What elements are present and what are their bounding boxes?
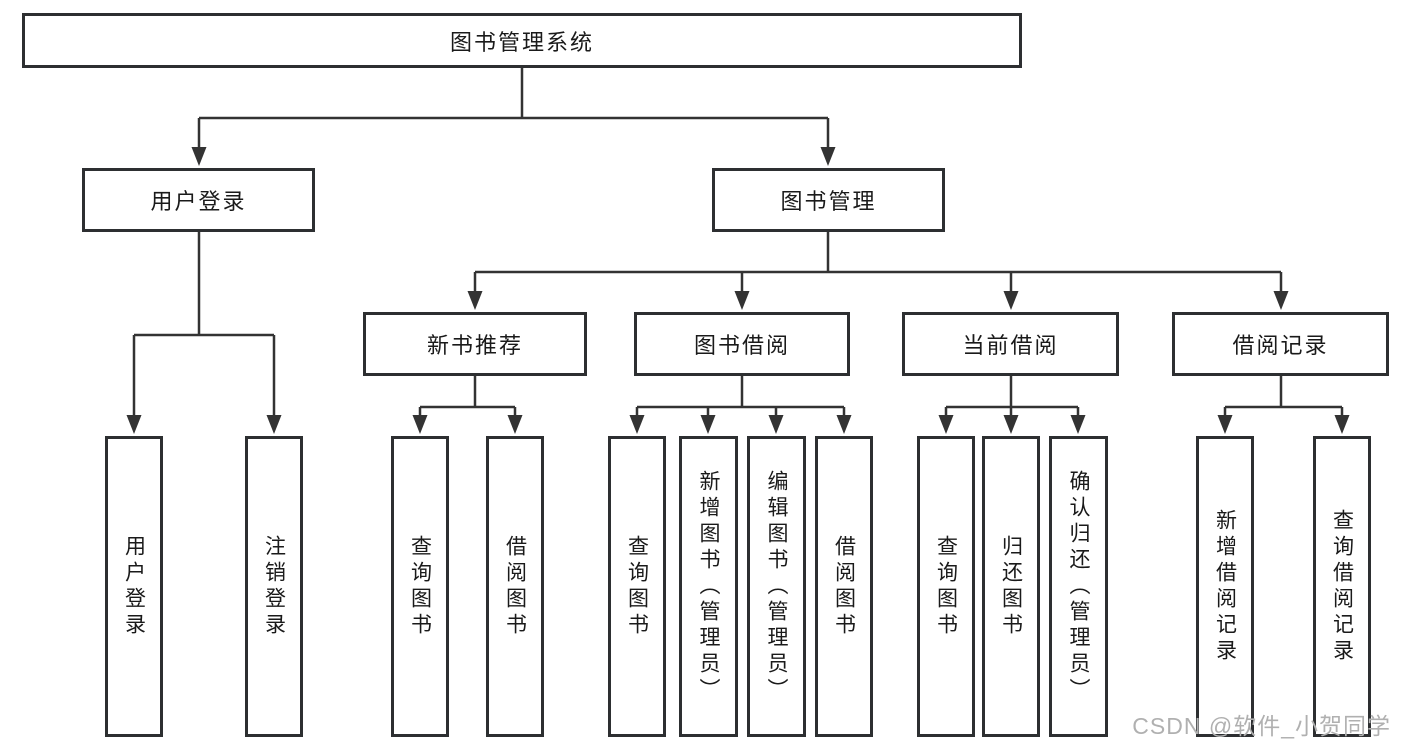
node-user-login: 用户登录 [82,168,315,232]
leaf-edit-books-admin: 编辑图书（管理员） [747,436,806,737]
leaf-return-books: 归还图书 [982,436,1040,737]
node-current-borrow: 当前借阅 [902,312,1119,376]
leaf-query-borrow-record: 查询借阅记录 [1313,436,1371,737]
node-borrow-records: 借阅记录 [1172,312,1389,376]
csdn-watermark: CSDN @软件_小贺同学 [1132,713,1391,739]
leaf-user-login: 用户登录 [105,436,163,737]
leaf-query-books-current: 查询图书 [917,436,975,737]
leaf-logout: 注销登录 [245,436,303,737]
node-new-book-recommend: 新书推荐 [363,312,587,376]
leaf-query-books-borrow: 查询图书 [608,436,666,737]
node-book-management: 图书管理 [712,168,945,232]
leaf-borrow-books: 借阅图书 [815,436,873,737]
node-book-borrow: 图书借阅 [634,312,850,376]
leaf-add-borrow-record: 新增借阅记录 [1196,436,1254,737]
leaf-borrow-books-recommend: 借阅图书 [486,436,544,737]
leaf-confirm-return-admin: 确认归还（管理员） [1049,436,1108,737]
leaf-query-books-recommend: 查询图书 [391,436,449,737]
leaf-add-books-admin: 新增图书（管理员） [679,436,738,737]
node-root-library-system: 图书管理系统 [22,13,1022,68]
